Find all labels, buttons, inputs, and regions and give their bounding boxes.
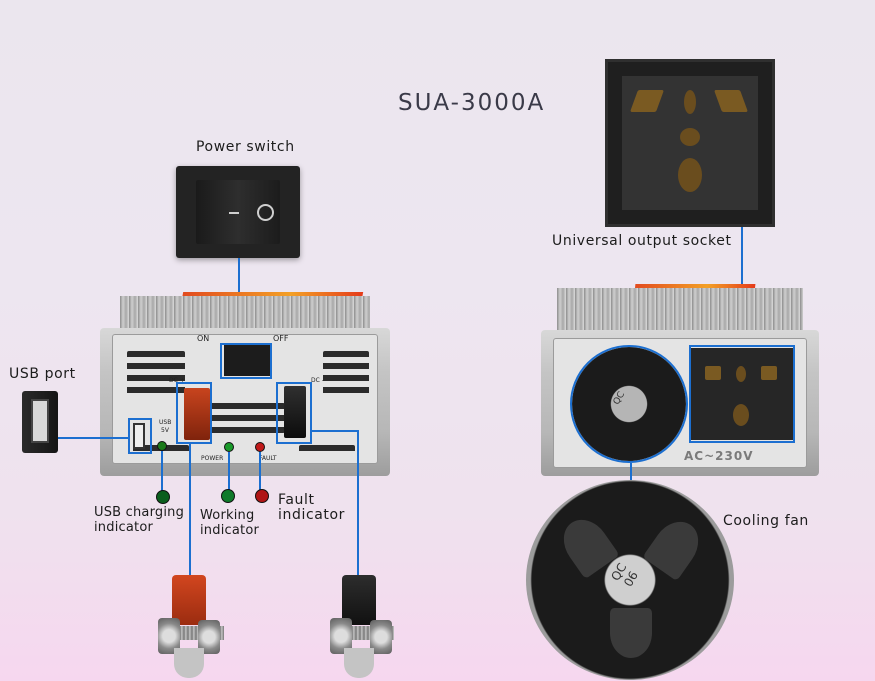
usb-highlight-box bbox=[128, 418, 152, 454]
black-terminal-lug bbox=[344, 648, 374, 678]
usb-port-closeup bbox=[22, 391, 58, 453]
panel-power-led bbox=[224, 442, 234, 452]
callout-line-dc-positive bbox=[189, 444, 191, 578]
dc-positive-highlight bbox=[176, 382, 212, 444]
output-socket-closeup bbox=[605, 59, 775, 227]
fan-blade-3 bbox=[610, 608, 652, 658]
socket-hole-mid bbox=[680, 128, 700, 146]
power-switch-closeup bbox=[176, 166, 300, 258]
red-clamp-terminal bbox=[172, 575, 206, 625]
usb-charging-indicator-label-2: indicator bbox=[94, 520, 154, 535]
black-terminal-nut-left bbox=[330, 618, 352, 654]
universal-output-socket-label: Universal output socket bbox=[552, 233, 732, 249]
dc-negative-highlight bbox=[276, 382, 312, 444]
callout-line-dc-negative bbox=[357, 430, 359, 578]
vent-slots-right bbox=[323, 351, 369, 399]
vent-slots-center bbox=[209, 403, 285, 433]
cooling-fan-closeup: QC 06 bbox=[526, 480, 734, 680]
callout-line-working-led bbox=[228, 452, 230, 490]
usb-5v-marking-2: 5V bbox=[161, 427, 169, 434]
usb-charging-led-icon bbox=[156, 490, 170, 504]
vent-slots-bottom-right bbox=[299, 445, 355, 457]
working-indicator-label-2: indicator bbox=[200, 523, 260, 538]
fan-highlight-circle bbox=[570, 345, 688, 463]
black-terminal-nut-right bbox=[370, 620, 392, 654]
off-mark-icon bbox=[229, 212, 239, 214]
panel-power-switch[interactable] bbox=[224, 344, 270, 376]
black-clamp-terminal bbox=[342, 575, 376, 625]
socket-highlight-box bbox=[689, 345, 795, 443]
on-marking: ON bbox=[197, 334, 210, 343]
dc-positive-terminal bbox=[184, 388, 210, 440]
vent-slots-left bbox=[127, 351, 185, 399]
callout-line-usb bbox=[58, 437, 130, 439]
ac-voltage-marking: AC~230V bbox=[684, 449, 754, 463]
usb-socket-icon bbox=[31, 399, 49, 443]
panel-fault-led bbox=[255, 442, 265, 452]
usb-charging-indicator-label-1: USB charging bbox=[94, 505, 185, 520]
fault-indicator-label-2: indicator bbox=[278, 507, 346, 523]
socket-face bbox=[622, 76, 758, 210]
fault-led-icon bbox=[255, 489, 269, 503]
panel-usb-led bbox=[157, 441, 167, 451]
panel-usb-port[interactable] bbox=[133, 423, 145, 449]
callout-line-dc-negative-h bbox=[312, 430, 358, 432]
callout-line-fault-led bbox=[259, 452, 261, 490]
socket-hole-top bbox=[684, 90, 696, 114]
working-led-icon bbox=[221, 489, 235, 503]
socket-hole-right bbox=[713, 90, 749, 112]
back-output-socket[interactable] bbox=[691, 348, 793, 440]
heat-fins-top bbox=[120, 296, 370, 330]
off-marking: OFF bbox=[273, 334, 289, 343]
product-model-title: SUA-3000A bbox=[398, 90, 546, 116]
fault-marking: FAULT bbox=[259, 455, 277, 462]
usb-port-label: USB port bbox=[9, 366, 76, 382]
switch-highlight-box bbox=[220, 343, 272, 379]
cooling-fan-label: Cooling fan bbox=[723, 513, 809, 529]
socket-hole-left bbox=[629, 90, 665, 112]
dc-negative-terminal bbox=[284, 386, 306, 438]
red-terminal-nut-left bbox=[158, 618, 180, 654]
usb-5v-marking-1: USB bbox=[159, 419, 172, 426]
working-indicator-label-1: Working bbox=[200, 508, 255, 523]
dc-plus-marking: DC + bbox=[169, 377, 185, 384]
power-switch-label: Power switch bbox=[196, 139, 295, 155]
rocker-switch bbox=[196, 180, 280, 244]
red-terminal-nut-right bbox=[198, 620, 220, 654]
fault-indicator-label-1: Fault bbox=[278, 492, 315, 508]
front-panel: ON OFF DC + DC - USB 5V POWER FAULT bbox=[112, 334, 378, 464]
power-marking: POWER bbox=[201, 455, 224, 462]
callout-line-usb-led bbox=[161, 451, 163, 491]
dc-minus-marking: DC - bbox=[311, 377, 324, 384]
socket-hole-ground bbox=[678, 158, 702, 192]
back-socket-hole-ground bbox=[733, 404, 749, 426]
fan-blade-1 bbox=[554, 510, 620, 580]
back-socket-hole-left bbox=[705, 366, 721, 380]
back-socket-hole-top bbox=[736, 366, 746, 382]
on-mark-icon bbox=[257, 204, 274, 221]
heat-fins-back bbox=[557, 288, 803, 332]
red-terminal-lug bbox=[174, 648, 204, 678]
back-socket-hole-right bbox=[761, 366, 777, 380]
